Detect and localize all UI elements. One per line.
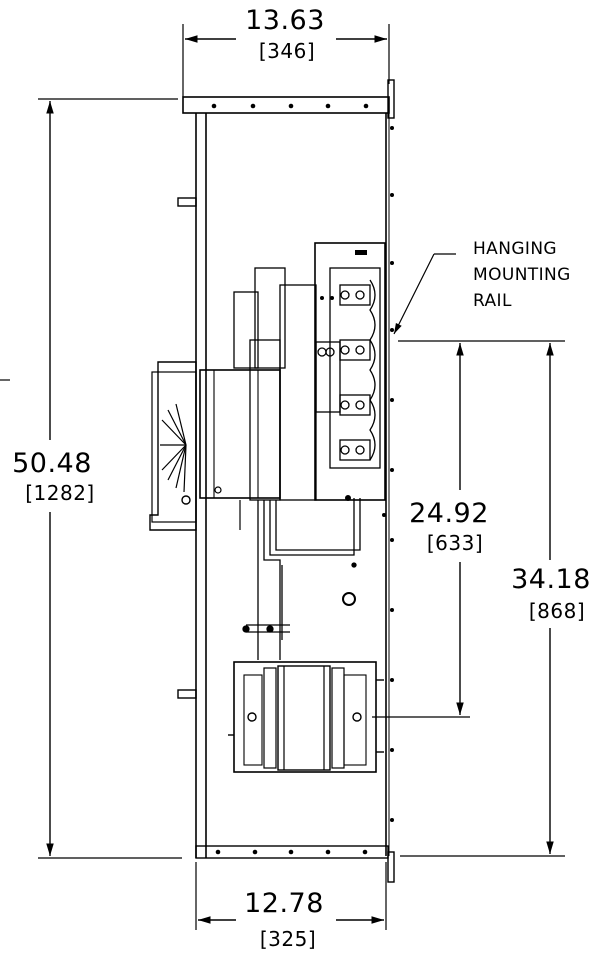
overall-height-dimension: 50.48 [1282] [0,98,182,859]
rail-to-bottom-metric: [868] [529,599,585,623]
fuse-clips [315,279,376,461]
wiring-harness [242,498,361,660]
switch-housing [199,369,281,499]
transformer-coil [277,665,331,771]
callout-line-3: RAIL [473,291,512,311]
rail-to-mount-metric: [633] [427,531,483,555]
callout-line-2: MOUNTING [473,265,571,285]
top-width-metric: [346] [259,39,315,63]
bottom-width-dimension: 12.78 [325] [195,862,387,951]
top-width-value: 13.63 [245,5,325,36]
control-transformer [228,661,384,773]
rail-to-mount-value: 24.92 [409,498,489,529]
callout-leader [393,253,435,335]
hinge-bottom [177,689,197,699]
enclosure [177,79,395,883]
wall-fasteners [382,126,394,822]
fuse-block-panel [314,242,386,501]
door-operator-handle [149,361,197,531]
rail-to-bottom-dimension: 34.18 [868] [400,343,591,857]
overall-height-metric: [1282] [25,481,95,505]
callout-line-1: HANGING [473,239,557,259]
bottom-width-value: 12.78 [244,888,324,919]
top-width-dimension: 13.63 [346] [182,5,390,97]
fuse-panel-plate [314,242,386,501]
rail-bracket-top [387,79,395,119]
top-cap [182,96,390,114]
hinge-top [177,197,197,207]
bottom-width-metric: [325] [260,927,316,951]
rail-to-bottom-value: 34.18 [511,564,591,595]
rail-to-mount-dimension: 24.92 [633] [372,340,565,718]
top-cap-screws [211,103,369,109]
overall-height-value: 50.48 [12,448,92,479]
disconnect-switch [199,267,317,530]
bottom-screws [215,849,368,855]
conduit-knockout [342,592,356,606]
panel-tag [355,250,367,255]
rail-bracket-bottom [387,851,395,883]
hanging-rail-callout: HANGING MOUNTING RAIL [393,239,571,335]
